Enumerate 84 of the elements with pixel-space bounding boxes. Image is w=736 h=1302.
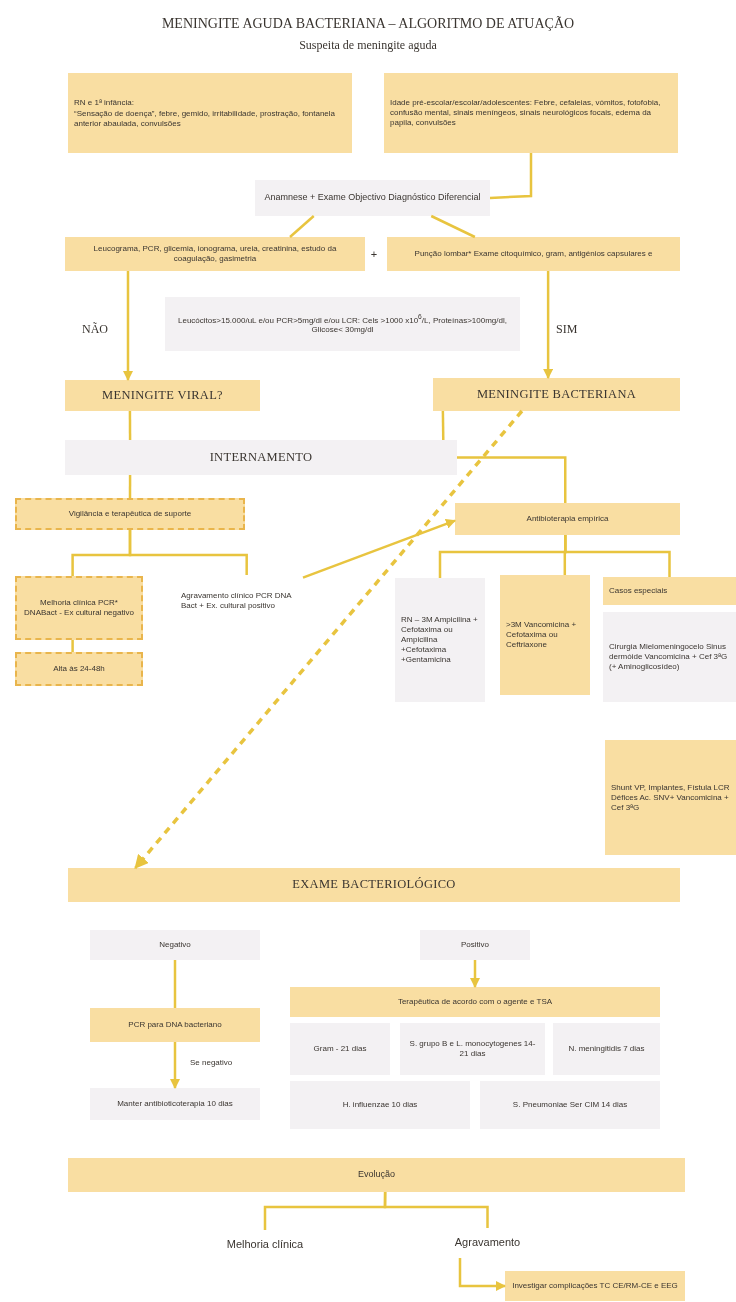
process-box	[68, 1158, 685, 1192]
arrow	[134, 409, 524, 870]
box-text: S. grupo B e L. monocytogenes 14-21 dias	[408, 1039, 537, 1059]
process-box	[605, 740, 736, 855]
box-text: Terapêutica de acordo com o agente e TSA	[397, 997, 553, 1007]
process-box	[65, 237, 365, 271]
connector-line	[383, 1192, 489, 1228]
box-text: Investigar complicações TC CE/RM-CE e EEG	[512, 1281, 678, 1291]
heading-text: INTERNAMENTO	[209, 449, 313, 466]
connector-line	[128, 530, 248, 575]
edge-label: SIM	[556, 322, 578, 337]
heading-text: MENINGITE BACTERIANA	[476, 386, 637, 403]
connector-line	[289, 215, 315, 238]
process-box	[455, 503, 680, 535]
connector-line	[173, 960, 177, 1008]
box-text: RN – 3M Ampicilina + Cefotaxima ou Ampicilina +Cefotaxima +Gentamicina	[401, 615, 479, 665]
heading-text: MENINGITE VIRAL?	[102, 387, 223, 404]
dashed-box	[15, 576, 143, 640]
process-box	[505, 1271, 685, 1301]
box-text: Idade pré-escolar/escolar/adolescentes: Febre, cefaleias, vómitos, fotofobia, confusão mental, sinais meníngeos, sinais neurológicos focais, edema da papila, convulsões	[390, 98, 662, 128]
box-text: Anamnese + Exame Objectivo Diagnóstico Diferencial	[264, 192, 481, 204]
info-box	[395, 578, 485, 702]
box-text: RN e 1ª infância:	[74, 97, 134, 108]
arrow	[302, 519, 456, 579]
subtitle: Suspeita de meningite aguda	[298, 38, 438, 53]
connector-line	[71, 640, 74, 652]
box-text: S. Pneumoniae Ser CIM 14 dias	[512, 1100, 628, 1110]
arrow	[470, 960, 480, 988]
box-text: Melhoria clínica	[226, 1238, 304, 1252]
box-text: Leucócitos>15.000/uL e/ou PCR>5mg/dl e/ou LCR: Cels >1000 x10$^{6}$/L, Proteínas>100mg/dl, Glicose< 30mg/dl	[177, 312, 508, 336]
box-text: Agravamento	[454, 1236, 521, 1250]
connector-line	[128, 475, 132, 498]
dashed-box	[15, 498, 245, 530]
process-box	[387, 237, 680, 271]
connector-line	[457, 456, 567, 503]
box-text: H. influenzae 10 dias	[342, 1100, 418, 1110]
process-box	[433, 378, 680, 411]
box-text: Alta às 24-48h	[53, 664, 105, 674]
arrow	[170, 1042, 180, 1089]
process-box	[290, 987, 660, 1017]
box-text: Manter antibioticoterapia 10 dias	[117, 1099, 233, 1109]
arrow	[543, 271, 554, 379]
box-text: >3M Vancomicina + Cefotaxima ou Ceftriaxone	[506, 620, 578, 650]
box-text: Melhoria clínica PCR* DNABact - Ex cultural negativo	[23, 598, 135, 618]
arrow	[458, 1258, 506, 1291]
info-box	[90, 930, 260, 960]
box-text: Cirurgia Mielomeningocelo Sinus dermóide Vancomicina + Cef 3ªG (+ Aminoglicosídeo)	[609, 642, 729, 672]
heading-text: EXAME BACTERIOLÓGICO	[292, 877, 456, 893]
process-box	[90, 1008, 260, 1042]
box-text: Positivo	[461, 940, 489, 950]
info-box	[90, 1088, 260, 1120]
process-box	[65, 380, 260, 411]
edge-label: NÃO	[82, 322, 108, 337]
dashed-box	[15, 652, 143, 686]
info-box	[255, 180, 490, 216]
box-text: N. meningitidis 7 dias	[568, 1044, 645, 1054]
box-text: PCR para DNA bacteriano	[128, 1020, 222, 1030]
process-box	[68, 868, 680, 902]
plus-sign: +	[369, 248, 379, 260]
connector-line	[128, 411, 132, 440]
process-box	[603, 577, 736, 605]
box-text: Shunt VP, Implantes, Fístula LCR Défices Ac. SNV+ Vancomicina + Cef 3ªG	[611, 782, 730, 813]
process-box	[68, 73, 352, 153]
process-box	[500, 575, 590, 695]
box-text: Vigilância e terapêutica de suporte	[68, 509, 192, 519]
connector-line	[564, 535, 671, 577]
box-text: Negativo	[159, 940, 191, 950]
box-text: Punção lombar* Exame citoquímico, gram, antigénios capsulares e	[414, 249, 653, 259]
diagram-title: MENINGITE AGUDA BACTERIANA – ALGORITMO DE ATUAÇÃO	[160, 16, 576, 32]
connector-line	[489, 153, 533, 200]
info-box	[420, 930, 530, 960]
connector-line	[430, 214, 476, 239]
connector-line	[441, 411, 445, 440]
box-text: Agravamento clínico PCR DNA Bact + Ex. cultural positivo	[181, 591, 293, 611]
arrow	[123, 271, 133, 381]
process-box	[384, 73, 678, 153]
edge-label: Se negativo	[190, 1058, 233, 1067]
box-text: Antibioterapia empírica	[526, 514, 609, 524]
info-box	[65, 440, 457, 475]
box-text: Leucograma, PCR, glicemia, ionograma, ureia, creatinina, estudo da coagulação, gasimetria	[92, 244, 338, 264]
box-text: Evolução	[358, 1169, 395, 1181]
box-text: Gram - 21 dias	[313, 1044, 367, 1054]
box-text: Casos especiais	[609, 586, 668, 596]
box-text: “Sensação de doença”, febre, gemido, irritabilidade, prostração, fontanela anterior abaulada, convulsões	[74, 108, 337, 129]
